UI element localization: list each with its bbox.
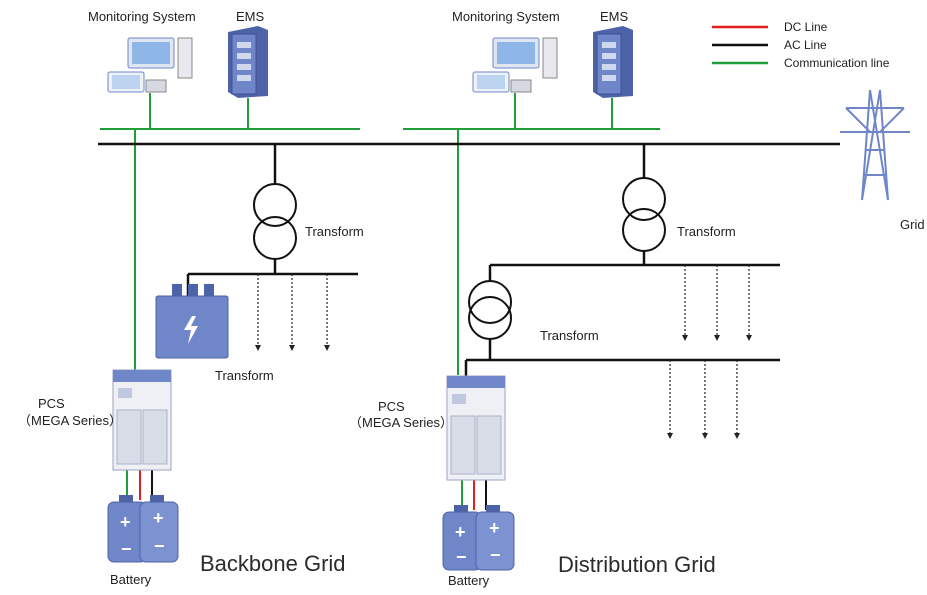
section-title-distribution: Distribution Grid xyxy=(558,552,716,577)
transform-label-right-mid: Transform xyxy=(540,328,599,343)
svg-text:+: + xyxy=(153,508,164,528)
transform-label-left-box: Transform xyxy=(215,368,274,383)
svg-text:+: + xyxy=(489,518,500,538)
ems-right-icon xyxy=(593,26,633,98)
battery-label-left: Battery xyxy=(110,572,152,587)
svg-text:−: − xyxy=(490,545,501,565)
legend-dc-label: DC Line xyxy=(784,20,828,34)
svg-text:−: − xyxy=(456,547,467,567)
grid-label: Grid xyxy=(900,217,925,232)
monitoring-system-right-icon xyxy=(472,37,558,93)
transformer-right-mid-icon xyxy=(468,280,512,340)
svg-text:+: + xyxy=(120,512,131,532)
battery-label-right: Battery xyxy=(448,573,490,588)
load-lines xyxy=(255,265,752,439)
monitoring-label-left: Monitoring System xyxy=(88,9,196,24)
pcs-right-icon xyxy=(446,375,506,481)
comm-lines xyxy=(100,93,660,375)
battery-right-icon: + − + − xyxy=(442,505,515,571)
legend: DC Line AC Line Communication line xyxy=(712,20,890,70)
transmission-tower-icon xyxy=(840,89,910,201)
transformer-left-icon xyxy=(253,183,297,260)
svg-text:−: − xyxy=(154,536,165,556)
pcs-label-right-line2: （MEGA Series） xyxy=(349,415,453,430)
ems-label-right: EMS xyxy=(600,9,629,24)
box-transformer-icon xyxy=(155,284,229,359)
pcs-left-icon xyxy=(112,369,172,471)
ems-label-left: EMS xyxy=(236,9,265,24)
monitoring-system-left-icon xyxy=(107,37,193,93)
ac-lines xyxy=(98,142,840,377)
svg-text:−: − xyxy=(121,539,132,559)
pcs-label-left-line1: PCS xyxy=(38,396,65,411)
pcs-label-left-line2: （MEGA Series） xyxy=(18,413,122,428)
legend-comm-label: Communication line xyxy=(784,56,890,70)
section-title-backbone: Backbone Grid xyxy=(200,551,346,576)
legend-ac-label: AC Line xyxy=(784,38,827,52)
monitoring-label-right: Monitoring System xyxy=(452,9,560,24)
transformer-right-top-icon xyxy=(622,177,666,252)
transform-label-left-top: Transform xyxy=(305,224,364,239)
lightning-icon xyxy=(184,316,198,344)
pcs-label-right-line1: PCS xyxy=(378,399,405,414)
svg-text:+: + xyxy=(455,522,466,542)
transform-label-right-top: Transform xyxy=(677,224,736,239)
battery-left-icon: + − + − xyxy=(107,495,179,563)
ems-left-icon xyxy=(228,26,268,98)
